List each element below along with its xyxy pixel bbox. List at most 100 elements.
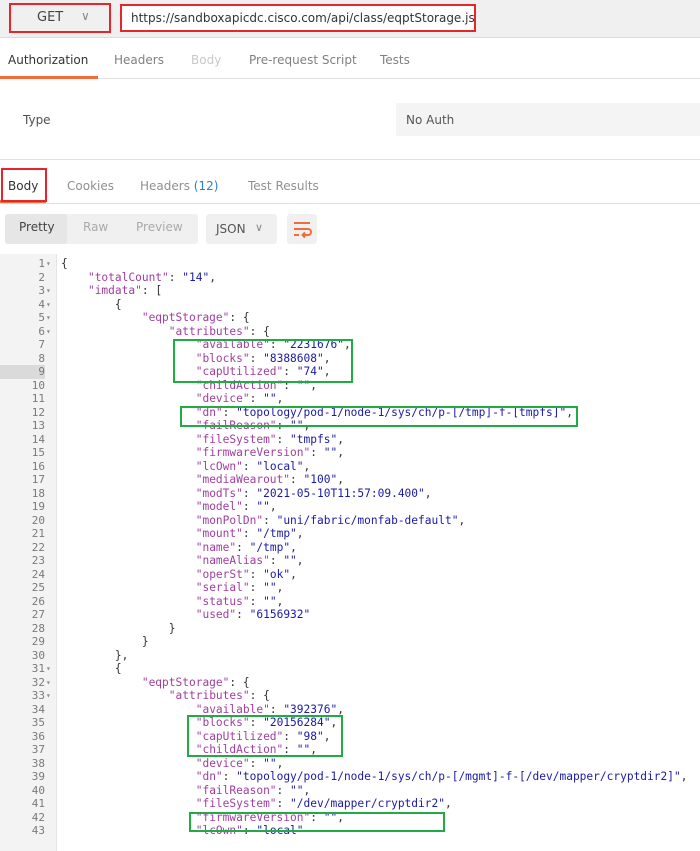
fold-toggle-icon[interactable]: ▾ bbox=[46, 259, 51, 268]
code-line: 22 "name": "/tmp", bbox=[0, 541, 700, 555]
line-number: 17 bbox=[31, 473, 45, 486]
code-text: }, bbox=[61, 648, 129, 662]
code-line: 12 "dn": "topology/pod-1/node-1/sys/ch/p… bbox=[0, 406, 700, 420]
line-number: 11 bbox=[31, 392, 45, 405]
code-line: 27 "used": "6156932" bbox=[0, 608, 700, 622]
headers-count-badge: (12) bbox=[193, 179, 219, 193]
pretty-button[interactable]: Pretty bbox=[19, 220, 55, 234]
fold-toggle-icon[interactable]: ▾ bbox=[46, 313, 51, 322]
line-number: 19 bbox=[31, 500, 45, 513]
code-text: "dn": "topology/pod-1/node-1/sys/ch/p-[/… bbox=[195, 405, 573, 419]
line-number: 14 bbox=[31, 432, 45, 446]
code-line: 36 "capUtilized": "98", bbox=[0, 730, 700, 744]
format-label: JSON bbox=[216, 222, 246, 236]
line-number: 35 bbox=[31, 716, 45, 729]
format-select[interactable]: JSON ∨ bbox=[206, 214, 277, 244]
code-line: 39 "dn": "topology/pod-1/node-1/sys/ch/p… bbox=[0, 770, 700, 784]
active-tab-indicator bbox=[0, 76, 98, 79]
fold-toggle-icon[interactable]: ▾ bbox=[46, 299, 51, 309]
request-tabs: Authorization Headers Body Pre-request S… bbox=[0, 44, 700, 79]
url-input[interactable]: https://sandboxapicdc.cisco.com/api/clas… bbox=[120, 4, 476, 32]
response-tab-body[interactable]: Body bbox=[8, 179, 39, 193]
tab-body[interactable]: Body bbox=[191, 53, 222, 67]
code-text: "mediaWearout": "100", bbox=[195, 473, 344, 486]
code-line: 25 "serial": "", bbox=[0, 581, 700, 595]
fold-toggle-icon[interactable]: ▾ bbox=[46, 326, 51, 336]
response-tab-cookies[interactable]: Cookies bbox=[67, 179, 114, 193]
method-select[interactable]: GET ∨ bbox=[9, 4, 110, 31]
code-line: 11 "device": "", bbox=[0, 392, 700, 406]
line-number: 21 bbox=[31, 527, 45, 540]
fold-toggle-icon[interactable]: ▾ bbox=[46, 677, 51, 687]
raw-button[interactable]: Raw bbox=[83, 220, 109, 234]
line-number: 10 bbox=[31, 378, 45, 392]
line-number: 1 bbox=[38, 257, 45, 270]
code-text: "device": "", bbox=[195, 756, 284, 770]
code-line: 14 "fileSystem": "tmpfs", bbox=[0, 433, 700, 447]
line-number: 9 bbox=[0, 365, 45, 379]
auth-type-row: Type bbox=[0, 103, 396, 136]
code-text: "fileSystem": "tmpfs", bbox=[195, 432, 344, 446]
fold-toggle-icon[interactable]: ▾ bbox=[46, 691, 51, 700]
line-number: 2 bbox=[38, 270, 45, 284]
code-text: "childAction": "", bbox=[195, 743, 318, 756]
line-number: 24 bbox=[31, 567, 45, 581]
highlight-box-storage2-capacity bbox=[187, 715, 343, 757]
highlight-box-storage1-dn bbox=[180, 406, 578, 427]
tab-pre-request-script[interactable]: Pre-request Script bbox=[249, 53, 357, 67]
url-bar: GET ∨ https://sandboxapicdc.cisco.com/ap… bbox=[0, 0, 700, 38]
code-line: 19 "model": "", bbox=[0, 500, 700, 514]
code-text: "used": "6156932" bbox=[195, 608, 311, 621]
preview-button[interactable]: Preview bbox=[136, 220, 183, 234]
tab-authorization[interactable]: Authorization bbox=[8, 53, 89, 67]
code-text: } bbox=[61, 621, 176, 635]
code-text: } bbox=[61, 635, 149, 648]
code-text: "firmwareVersion": "", bbox=[195, 446, 344, 459]
response-tab-test-results[interactable]: Test Results bbox=[248, 179, 319, 193]
line-number: 18 bbox=[31, 486, 45, 500]
code-line: 33▾ "attributes": { bbox=[0, 689, 700, 703]
code-text: "attributes": { bbox=[168, 324, 270, 338]
line-number: 13 bbox=[31, 419, 45, 432]
line-number: 25 bbox=[31, 581, 45, 594]
line-number: 6 bbox=[38, 324, 45, 338]
line-number: 22 bbox=[31, 540, 45, 554]
code-text: "eqptStorage": { bbox=[141, 675, 250, 689]
code-text: "capUtilized": "74", bbox=[195, 365, 331, 378]
tab-tests[interactable]: Tests bbox=[380, 53, 410, 67]
auth-type-label: Type bbox=[23, 113, 51, 127]
code-text: { bbox=[61, 297, 122, 311]
response-tab-headers[interactable]: Headers (12) bbox=[140, 179, 218, 193]
code-line: 2 "totalCount": "14", bbox=[0, 271, 700, 285]
line-number: 40 bbox=[31, 783, 45, 797]
tab-headers[interactable]: Headers bbox=[114, 53, 164, 67]
code-line: 23 "nameAlias": "", bbox=[0, 554, 700, 568]
line-number: 34 bbox=[31, 702, 45, 716]
code-line: 28 } bbox=[0, 622, 700, 636]
fold-toggle-icon[interactable]: ▾ bbox=[46, 664, 51, 673]
code-line: 15 "firmwareVersion": "", bbox=[0, 446, 700, 460]
code-text: { bbox=[61, 662, 122, 675]
response-tab-headers-label: Headers bbox=[140, 179, 190, 193]
response-body-editor[interactable]: 1▾{2 "totalCount": "14",3▾ "imdata": [4▾… bbox=[0, 254, 700, 851]
code-line: 32▾ "eqptStorage": { bbox=[0, 676, 700, 690]
method-label: GET bbox=[37, 10, 64, 25]
code-text: "dn": "topology/pod-1/node-1/sys/ch/p-[/… bbox=[195, 770, 688, 783]
line-number: 29 bbox=[31, 635, 45, 648]
line-number: 16 bbox=[31, 459, 45, 473]
auth-type-select[interactable]: No Auth bbox=[396, 103, 700, 136]
code-text: "attributes": { bbox=[168, 689, 270, 702]
line-number: 36 bbox=[31, 729, 45, 743]
url-text: https://sandboxapicdc.cisco.com/api/clas… bbox=[131, 11, 476, 25]
code-line: 35 "blocks": "20156284", bbox=[0, 716, 700, 730]
code-line: 9 "capUtilized": "74", bbox=[0, 365, 700, 379]
line-number: 4 bbox=[38, 297, 45, 311]
line-number: 5 bbox=[38, 311, 45, 324]
highlight-box-storage1-capacity bbox=[173, 339, 353, 383]
code-text: "lcOwn": "local", bbox=[195, 459, 311, 473]
code-text: "fileSystem": "/dev/mapper/cryptdir2", bbox=[195, 797, 452, 810]
wrap-lines-button[interactable] bbox=[287, 214, 317, 244]
fold-toggle-icon[interactable]: ▾ bbox=[46, 286, 51, 295]
highlight-box-storage2-filesystem bbox=[189, 812, 445, 832]
wrap-lines-icon bbox=[294, 222, 312, 239]
